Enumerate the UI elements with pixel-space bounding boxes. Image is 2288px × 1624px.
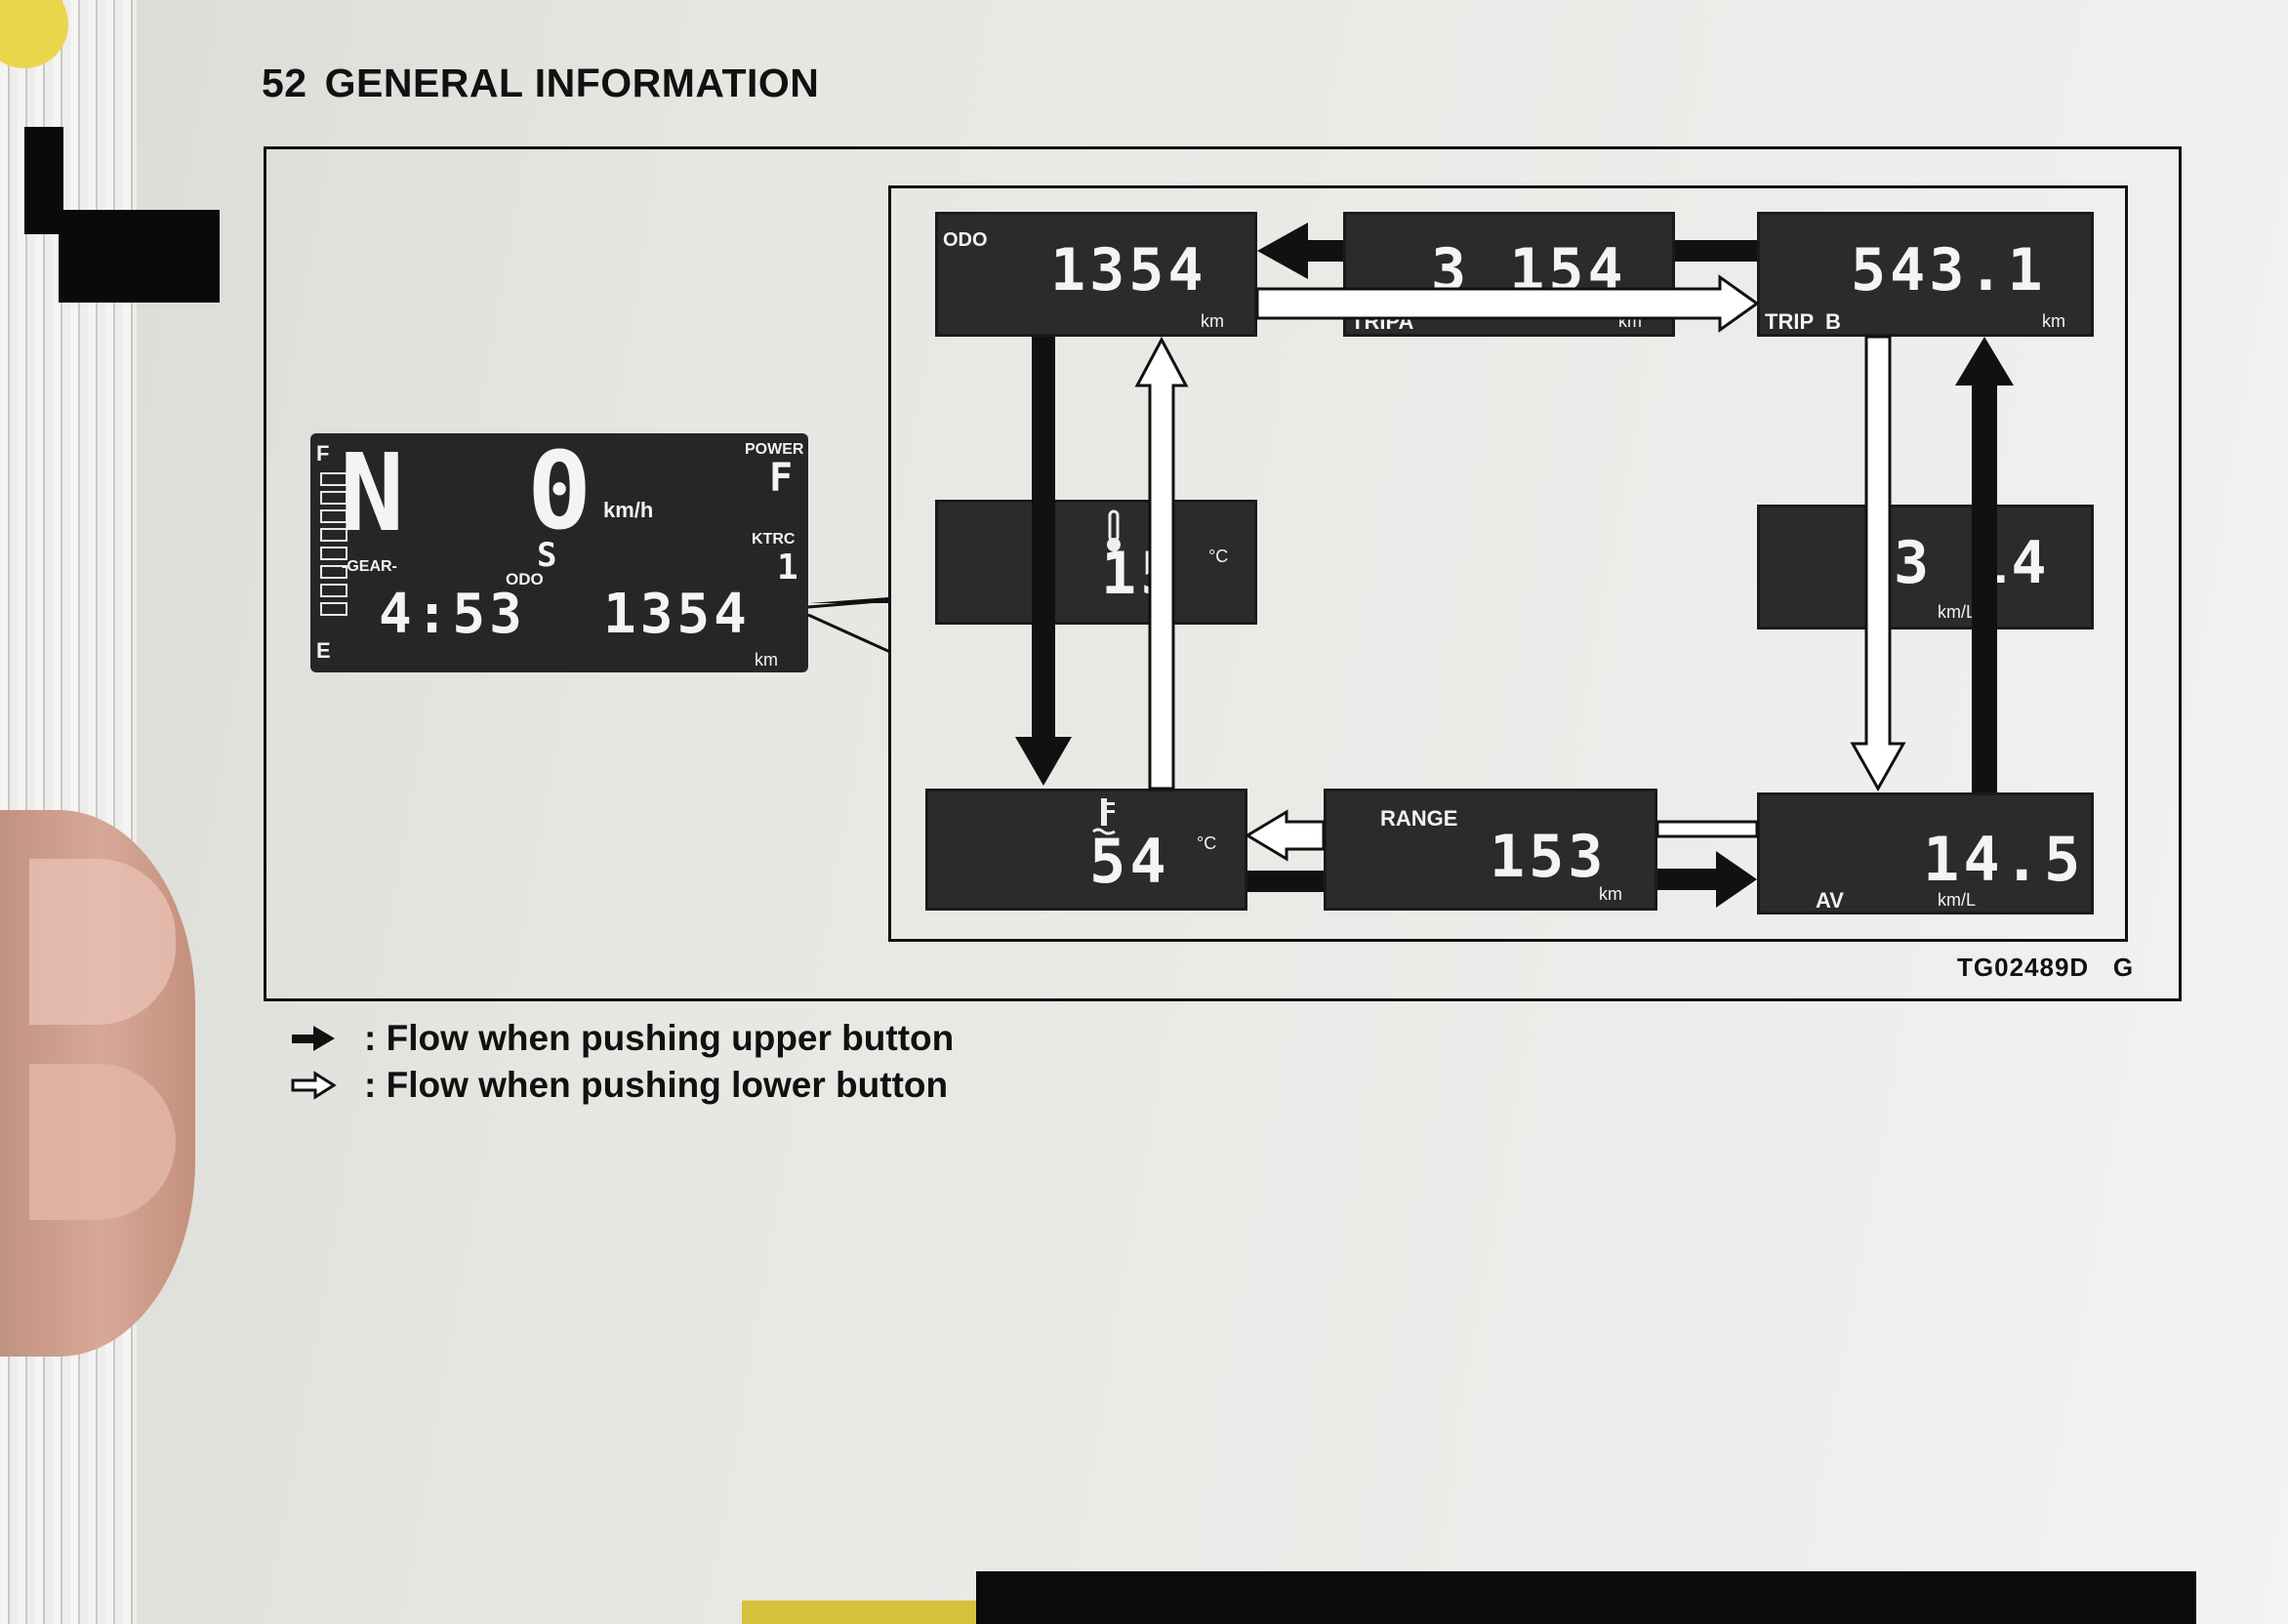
ktrc-label: KTRC — [752, 531, 796, 548]
power-mode: F — [769, 456, 794, 501]
page-header: 52 GENERAL INFORMATION — [262, 61, 819, 106]
panel-value: 1354 — [1050, 236, 1207, 304]
filled-arrow-av-to-tripb — [1955, 337, 2014, 792]
legend-upper-text: : Flow when pushing upper button — [364, 1018, 955, 1058]
panel-label: ODO — [943, 229, 988, 251]
panel-current-fuel-consumption: 3 14 km/L — [1757, 505, 2094, 629]
speed-value: 0 — [527, 428, 596, 553]
odometer-unit: km — [755, 650, 778, 670]
display-flow-frame — [888, 185, 2128, 942]
panel-value: 14.5 — [1923, 824, 2085, 895]
panel-value: 543.1 — [1851, 236, 2047, 304]
panel-range: RANGE 153 km — [1324, 789, 1657, 911]
panel-label: TRIP B — [1765, 309, 1841, 334]
filled-connector-tripb-to-tripa — [1675, 240, 1757, 262]
background-object — [976, 1571, 2196, 1624]
ktrc-mode: 1 — [777, 548, 798, 588]
panel-unit: °C — [1208, 547, 1229, 566]
panel-unit: km/L — [1938, 890, 1977, 910]
fingernail — [29, 859, 176, 1025]
main-lcd-display: F E N -GEAR- 0 km/h POWER F KTRC 1 S ODO… — [310, 433, 808, 672]
panel-label: AV — [1816, 888, 1844, 913]
panel-odometer: ODO 1354 km — [935, 212, 1257, 337]
hollow-arrow-tripb-to-av — [1850, 335, 1906, 792]
hollow-arrow-range-to-coolant — [1245, 809, 1326, 862]
panel-coolant-temperature: 54 °C — [925, 789, 1247, 911]
panel-unit: km — [2042, 311, 2065, 331]
coolant-temp-icon — [1092, 798, 1116, 835]
panel-trip-b: 543.1 TRIP B km — [1757, 212, 2094, 337]
fuel-gauge — [320, 472, 347, 648]
panel-unit: °C — [1197, 833, 1217, 853]
clock: 4:53 — [379, 583, 526, 646]
thumb-index-tab — [59, 210, 220, 303]
fingernail — [29, 1064, 176, 1220]
hollow-arrow-odo-to-tripb — [1255, 274, 1760, 333]
gear-label: -GEAR- — [342, 558, 397, 575]
thumb-index-mark — [24, 127, 63, 234]
fuel-full-mark: F — [316, 441, 330, 466]
filled-connector-coolant-to-range — [1247, 871, 1324, 892]
fuel-empty-mark: E — [316, 638, 331, 663]
panel-unit: km — [1599, 884, 1622, 904]
panel-unit: km/L — [1938, 602, 1977, 622]
power-label: POWER — [745, 441, 804, 458]
odometer-value: 1354 — [603, 583, 751, 646]
filled-arrow-range-to-av — [1657, 851, 1757, 908]
legend-lower: : Flow when pushing lower button — [290, 1062, 954, 1109]
legend: : Flow when pushing upper button : Flow … — [290, 1015, 954, 1109]
figure-frame — [264, 146, 2182, 1001]
section-title: GENERAL INFORMATION — [324, 61, 820, 105]
figure-code: TG02489D G — [1957, 953, 2135, 982]
speed-unit: km/h — [603, 498, 654, 522]
panel-value: 54 — [1089, 826, 1170, 897]
hollow-arrow-av-to-range — [1655, 820, 1759, 838]
odo-label: ODO — [506, 570, 544, 589]
riding-mode-symbol: S — [537, 536, 561, 575]
filled-arrow-odo-to-outside-temp — [1015, 337, 1072, 786]
hollow-arrow-icon — [291, 1071, 337, 1100]
filled-arrow-tripa-to-odo — [1257, 223, 1343, 279]
panel-unit: km — [1201, 311, 1224, 331]
callout-line — [807, 598, 891, 609]
legend-upper: : Flow when pushing upper button — [290, 1015, 954, 1062]
thermometer-icon — [1107, 509, 1121, 551]
callout-line — [807, 613, 891, 654]
panel-average-fuel-consumption: 14.5 AV km/L — [1757, 792, 2094, 914]
panel-value: 153 — [1490, 823, 1608, 891]
filled-arrow-icon — [292, 1026, 335, 1051]
panel-label: RANGE — [1380, 806, 1458, 831]
hollow-arrow-coolant-to-odo — [1134, 336, 1189, 791]
legend-lower-text: : Flow when pushing lower button — [364, 1065, 949, 1105]
panel-value: 3 14 — [1894, 529, 2051, 597]
gear-indicator: N — [340, 430, 409, 555]
page-number: 52 — [262, 61, 307, 105]
